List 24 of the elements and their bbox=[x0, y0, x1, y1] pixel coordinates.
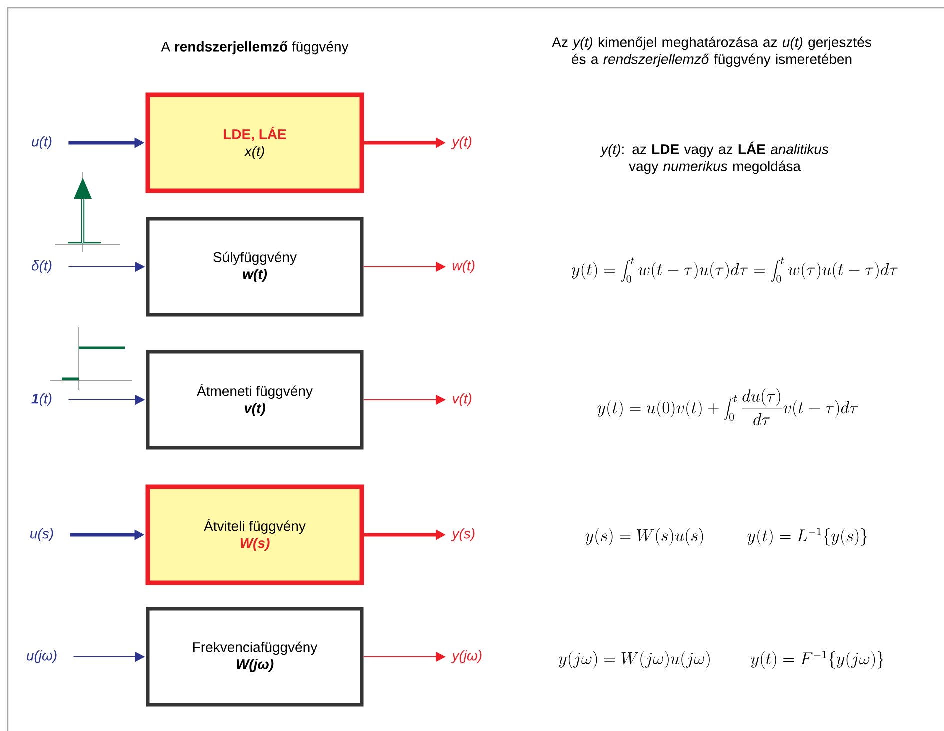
heading: Az y(t) kimenőjel meghatározása az u(t) gerjesztés és a rendszerjellemző függvény ismeretében bbox=[552, 36, 872, 68]
function-box: Átmeneti függvény v(t) bbox=[146, 350, 364, 450]
formula: $y(s)=W(s)u(s)$ bbox=[586, 528, 704, 546]
input-signal-label: δ(t) bbox=[32, 260, 52, 274]
output-signal-label: v(t) bbox=[452, 393, 472, 407]
formula: $y(j\omega)=W(j\omega)u(j\omega)$ bbox=[559, 651, 710, 669]
formula: $y(t)=\int_0^t w(t-\tau)u(\tau)d\tau=\int_0^t w(\tau)u(t-\tau)d\tau$ bbox=[572, 257, 898, 283]
output-signal-label: y(t) bbox=[451, 136, 472, 150]
function-box: Átviteli függvény W(s) bbox=[146, 484, 364, 586]
output-signal-label: y(s) bbox=[451, 528, 475, 542]
input-signal-label: u(jω) bbox=[27, 650, 57, 664]
output-signal-label: y(jω) bbox=[451, 650, 482, 664]
function-box: Frekvenciafüggvény W(jω) bbox=[146, 607, 364, 707]
formula: $y(t)=F^{-1}\{y(j\omega)\}$ bbox=[751, 650, 884, 669]
formula: $y(t)=L^{-1}\{y(s)\}$ bbox=[748, 528, 868, 546]
input-signal-label: u(s) bbox=[30, 528, 54, 542]
input-signal-label: u(t) bbox=[32, 136, 52, 150]
input-signal-label: 1(t) bbox=[32, 393, 52, 407]
heading: A rendszerjellemző függvény bbox=[161, 41, 349, 55]
function-box: Súlyfüggvény w(t) bbox=[146, 217, 364, 317]
output-signal-label: w(t) bbox=[452, 260, 475, 274]
function-box: LDE, LÁE x(t) bbox=[146, 92, 364, 194]
formula: $y(t)=u(0)v(t)+\int_0^t \frac{du(\tau)}{d\tau}v(t-\tau)d\tau$ bbox=[598, 388, 858, 426]
description: y(t): az LDE vagy az LÁE analitikus vagy numerikus megoldása bbox=[600, 142, 829, 174]
